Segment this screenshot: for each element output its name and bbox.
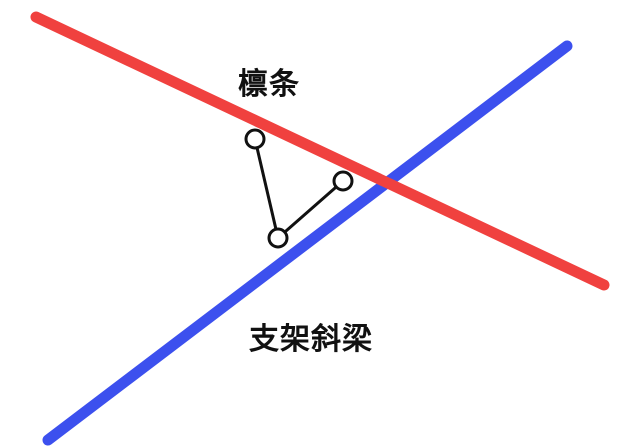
brace-beam-label: 支架斜梁 [249,322,373,357]
connector-node-bottom [267,227,289,249]
connector-node-top-left [244,128,266,150]
connector-node-right [332,170,354,192]
purlin-label: 檩条 [238,67,300,102]
brace-beam-line [42,40,573,446]
purlin-line [30,11,610,291]
